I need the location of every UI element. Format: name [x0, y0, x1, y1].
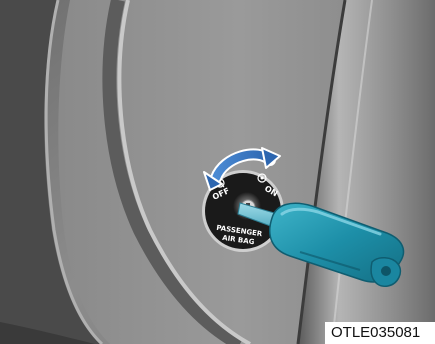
- key-ring-hole: [381, 266, 391, 276]
- figure-code: OTLE035081: [325, 322, 435, 344]
